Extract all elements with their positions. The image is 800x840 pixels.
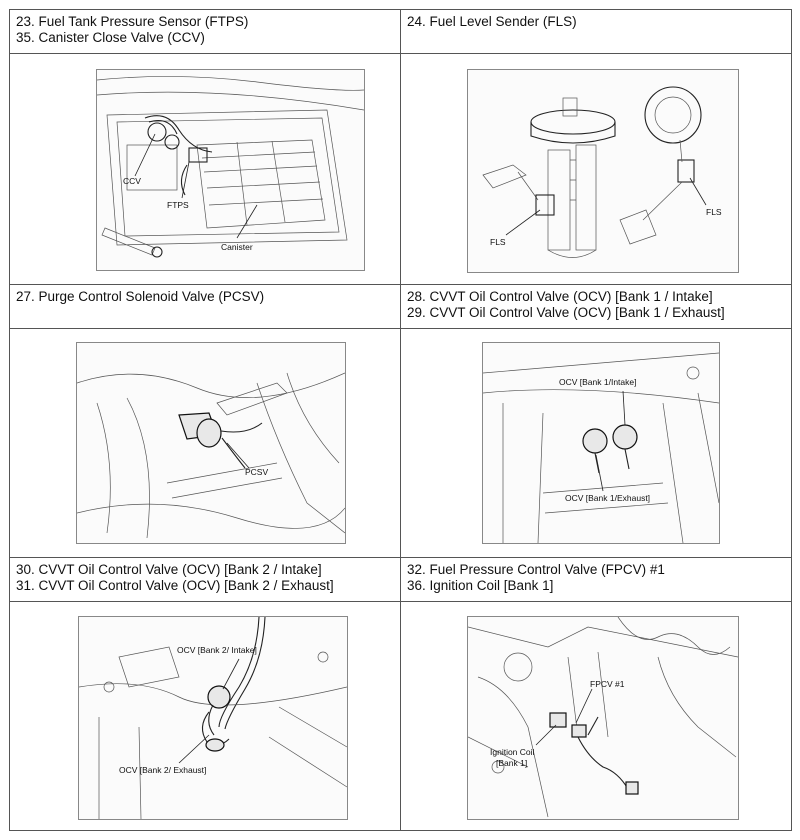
component-grid: 23. Fuel Tank Pressure Sensor (FTPS) 35.… [9,9,792,831]
cell-header-pcsv: 27. Purge Control Solenoid Valve (PCSV) [9,284,401,329]
callout-pcsv: PCSV [245,467,268,477]
diagram-ftps-ccv: CCV FTPS Canister [96,69,365,271]
caption-line: 30. CVVT Oil Control Valve (OCV) [Bank 2… [16,562,322,577]
caption-line: 32. Fuel Pressure Control Valve (FPCV) #… [407,562,665,577]
diagram-ocv-bank1: OCV [Bank 1/Intake] OCV [Bank 1/Exhaust] [482,342,720,544]
figure-cell-fpcv-coil: FPCV #1 Ignition Coil [Bank 1] [400,601,792,831]
caption-line: 23. Fuel Tank Pressure Sensor (FTPS) [16,14,249,29]
caption-line: 24. Fuel Level Sender (FLS) [407,14,577,29]
cell-header-fls: 24. Fuel Level Sender (FLS) [400,9,792,54]
diagram-fls: FLS FLS [467,69,739,273]
figure-cell-pcsv: PCSV [9,328,401,558]
caption-line: 29. CVVT Oil Control Valve (OCV) [Bank 1… [407,305,725,320]
callout-fpcv: FPCV #1 [590,679,625,689]
callout-ocv-bank1-exhaust: OCV [Bank 1/Exhaust] [565,493,650,503]
caption-line: 27. Purge Control Solenoid Valve (PCSV) [16,289,265,304]
callout-fls-left: FLS [490,237,506,247]
callout-ocv-bank2-intake: OCV [Bank 2/ Intake] [177,645,257,655]
cell-header-ftps-ccv: 23. Fuel Tank Pressure Sensor (FTPS) 35.… [9,9,401,54]
callout-ocv-bank1-intake: OCV [Bank 1/Intake] [559,377,636,387]
diagram-fpcv-coil: FPCV #1 Ignition Coil [Bank 1] [467,616,739,820]
cell-header-ocv-bank2: 30. CVVT Oil Control Valve (OCV) [Bank 2… [9,557,401,602]
callout-canister: Canister [221,242,253,252]
figure-cell-ocv-bank2: OCV [Bank 2/ Intake] OCV [Bank 2/ Exhaus… [9,601,401,831]
cell-header-ocv-bank1: 28. CVVT Oil Control Valve (OCV) [Bank 1… [400,284,792,329]
caption-line: 36. Ignition Coil [Bank 1] [407,578,554,593]
callout-fls-right: FLS [706,207,722,217]
diagram-ocv-bank2: OCV [Bank 2/ Intake] OCV [Bank 2/ Exhaus… [78,616,348,820]
callout-ccv: CCV [123,176,141,186]
callout-ocv-bank2-exhaust: OCV [Bank 2/ Exhaust] [119,765,206,775]
callout-bank1: [Bank 1] [496,758,527,768]
caption-line: 35. Canister Close Valve (CCV) [16,30,205,45]
figure-cell-ftps-ccv: CCV FTPS Canister [9,53,401,285]
diagram-pcsv: PCSV [76,342,346,544]
callout-ftps: FTPS [167,200,189,210]
cell-header-fpcv-coil: 32. Fuel Pressure Control Valve (FPCV) #… [400,557,792,602]
figure-cell-fls: FLS FLS [400,53,792,285]
figure-cell-ocv-bank1: OCV [Bank 1/Intake] OCV [Bank 1/Exhaust] [400,328,792,558]
callout-ignition-coil: Ignition Coil [490,747,535,757]
caption-line: 31. CVVT Oil Control Valve (OCV) [Bank 2… [16,578,334,593]
caption-line: 28. CVVT Oil Control Valve (OCV) [Bank 1… [407,289,713,304]
